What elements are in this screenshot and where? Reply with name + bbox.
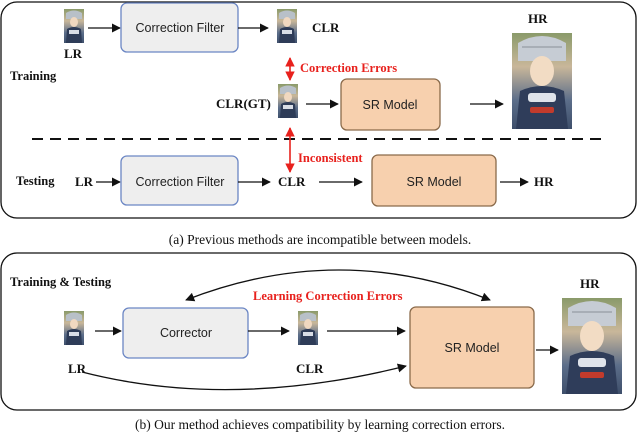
- hr-label-train: HR: [528, 11, 548, 26]
- sr-model-label-test: SR Model: [407, 175, 462, 189]
- correction-filter-label-train: Correction Filter: [136, 21, 225, 35]
- lr-image-train: [64, 9, 84, 43]
- lr-bypass-arrow: [81, 363, 407, 391]
- learning-curve-arrow: [185, 269, 491, 302]
- clr-image-train: [277, 9, 297, 43]
- training-label: Training: [10, 69, 57, 83]
- clr-label-test: CLR: [278, 174, 306, 189]
- hr-label-b: HR: [580, 276, 600, 291]
- corrector-label: Corrector: [160, 326, 212, 340]
- panel-b-frame: [0, 252, 637, 411]
- lr-label-b: LR: [68, 361, 87, 376]
- hr-image-train: [511, 32, 573, 130]
- sr-model-box-b: [409, 306, 535, 389]
- learning-correction-errors-label: Learning Correction Errors: [253, 289, 403, 303]
- sr-model-label-train: SR Model: [363, 98, 418, 112]
- clr-gt-label: CLR(GT): [216, 96, 271, 111]
- lr-label-test: LR: [75, 174, 94, 189]
- clr-label-train: CLR: [312, 20, 340, 35]
- corrector-box: [122, 307, 249, 359]
- correction-filter-box-test: [120, 155, 239, 206]
- sr-model-label-b: SR Model: [445, 341, 500, 355]
- sr-model-box-test: [371, 154, 497, 207]
- caption-a: (a) Previous methods are incompatible be…: [169, 232, 472, 247]
- testing-label: Testing: [16, 174, 55, 188]
- clr-gt-image: [278, 84, 298, 118]
- correction-errors-label: Correction Errors: [300, 61, 397, 75]
- sr-model-box-train: [340, 78, 441, 131]
- training-testing-label: Training & Testing: [10, 275, 112, 289]
- clr-label-b: CLR: [296, 361, 324, 376]
- panel-a-frame: [0, 1, 637, 219]
- inconsistent-label: Inconsistent: [298, 151, 363, 165]
- hr-image-b: [561, 297, 623, 395]
- hr-label-test: HR: [534, 174, 554, 189]
- caption-b: (b) Our method achieves compatibility by…: [135, 417, 505, 432]
- correction-filter-label-test: Correction Filter: [136, 175, 225, 189]
- clr-image-b: [298, 311, 318, 345]
- lr-image-b: [64, 311, 84, 345]
- lr-label-train: LR: [64, 46, 83, 61]
